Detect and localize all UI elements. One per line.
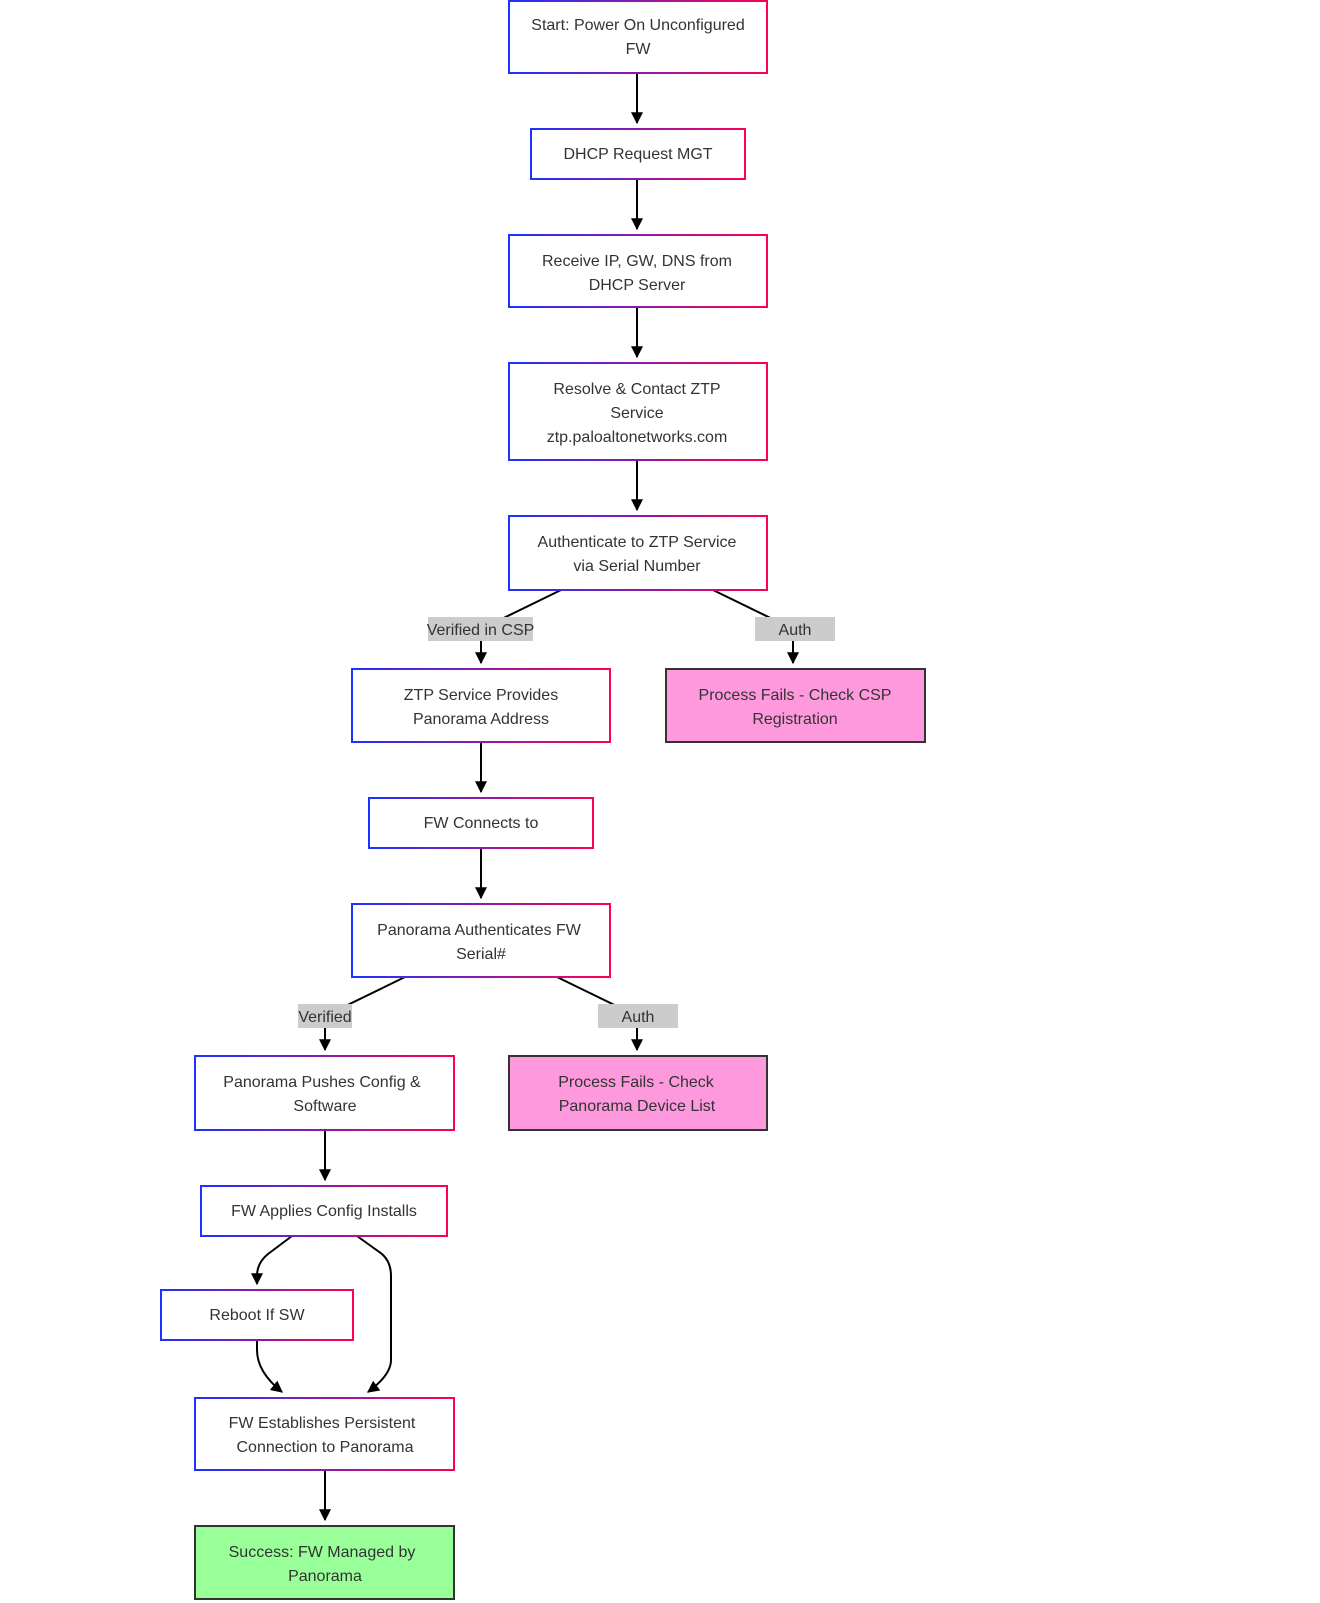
edge-label-auth-panorama: Auth [598, 1004, 678, 1028]
node-dhcp-request: DHCP Request MGT [530, 128, 746, 180]
edge-label-verified-in-csp: Verified in CSP [427, 617, 535, 641]
node-fw-applies-line-1: FW Applies Config Installs [231, 1203, 417, 1220]
node-fail-device-list: Process Fails - Check Panorama Device Li… [508, 1055, 768, 1131]
node-auth-ztp: Authenticate to ZTP Service via Serial N… [508, 515, 768, 591]
node-panorama-auth-line-2: Serial# [456, 946, 506, 963]
node-fail-csp-line-1: Process Fails - Check CSP [699, 687, 892, 704]
node-resolve-ztp: Resolve & Contact ZTP Service ztp.paloal… [508, 362, 768, 461]
node-start-line-1: Start: Power On Unconfigured [531, 17, 744, 34]
node-receive-ip-line-1: Receive IP, GW, DNS from [542, 253, 732, 270]
node-panorama-auth: Panorama Authenticates FW Serial# [351, 903, 611, 978]
node-dhcp-request-line-1: DHCP Request MGT [563, 146, 712, 163]
node-fw-establishes-line-2: Connection to Panorama [237, 1439, 414, 1456]
edge-fw-applies-to-reboot [251, 1235, 293, 1286]
node-ztp-provides: ZTP Service Provides Panorama Address [351, 668, 611, 743]
node-auth-ztp-line-2: via Serial Number [573, 558, 701, 575]
node-receive-ip: Receive IP, GW, DNS from DHCP Server [508, 234, 768, 308]
node-fw-applies: FW Applies Config Installs [200, 1185, 448, 1237]
node-fail-csp-line-2: Registration [752, 711, 837, 728]
edge-label-text: Verified in CSP [427, 622, 535, 639]
node-fw-establishes: FW Establishes Persistent Connection to … [194, 1397, 455, 1471]
node-panorama-pushes-line-1: Panorama Pushes Config & [223, 1074, 421, 1091]
node-ztp-provides-line-2: Panorama Address [413, 711, 549, 728]
node-start-line-2: FW [626, 41, 652, 58]
node-panorama-pushes-line-2: Software [293, 1098, 356, 1115]
node-fw-connects-line-1: FW Connects to [424, 815, 539, 832]
node-fw-establishes-line-1: FW Establishes Persistent [229, 1415, 416, 1432]
edge-label-verified-panorama: Verified [298, 1004, 352, 1028]
node-success: Success: FW Managed by Panorama [194, 1525, 455, 1600]
node-reboot: Reboot If SW [160, 1289, 354, 1341]
node-fail-csp: Process Fails - Check CSP Registration [665, 668, 926, 743]
node-resolve-ztp-line-3: ztp.paloaltonetworks.com [547, 429, 728, 446]
nodes: Start: Power On Unconfigured FW DHCP Req… [160, 0, 926, 1600]
node-success-line-2: Panorama [288, 1568, 362, 1585]
node-success-line-1: Success: FW Managed by [229, 1544, 416, 1561]
edge-label-text: Auth [779, 622, 812, 639]
node-auth-ztp-line-1: Authenticate to ZTP Service [538, 534, 737, 551]
node-fail-device-list-line-1: Process Fails - Check [558, 1074, 715, 1091]
node-fw-connects: FW Connects to [368, 797, 594, 849]
node-ztp-provides-line-1: ZTP Service Provides [404, 687, 558, 704]
node-start: Start: Power On Unconfigured FW [508, 0, 768, 74]
node-fail-device-list-line-2: Panorama Device List [559, 1098, 716, 1115]
node-resolve-ztp-line-2: Service [610, 405, 663, 422]
edge-fw-applies-to-fw-establishes [356, 1235, 392, 1393]
edge-labels: Verified in CSP Auth Verified Auth [298, 617, 835, 1028]
edge-label-auth-csp: Auth [755, 617, 835, 641]
edge-reboot-to-fw-establishes [256, 1340, 283, 1393]
node-reboot-line-1: Reboot If SW [209, 1307, 305, 1324]
node-panorama-pushes: Panorama Pushes Config & Software [194, 1055, 455, 1131]
node-receive-ip-line-2: DHCP Server [589, 277, 686, 294]
edge-label-text: Auth [622, 1009, 655, 1026]
edge-label-text: Verified [298, 1009, 351, 1026]
node-panorama-auth-line-1: Panorama Authenticates FW [377, 922, 582, 939]
node-resolve-ztp-line-1: Resolve & Contact ZTP [553, 381, 720, 398]
